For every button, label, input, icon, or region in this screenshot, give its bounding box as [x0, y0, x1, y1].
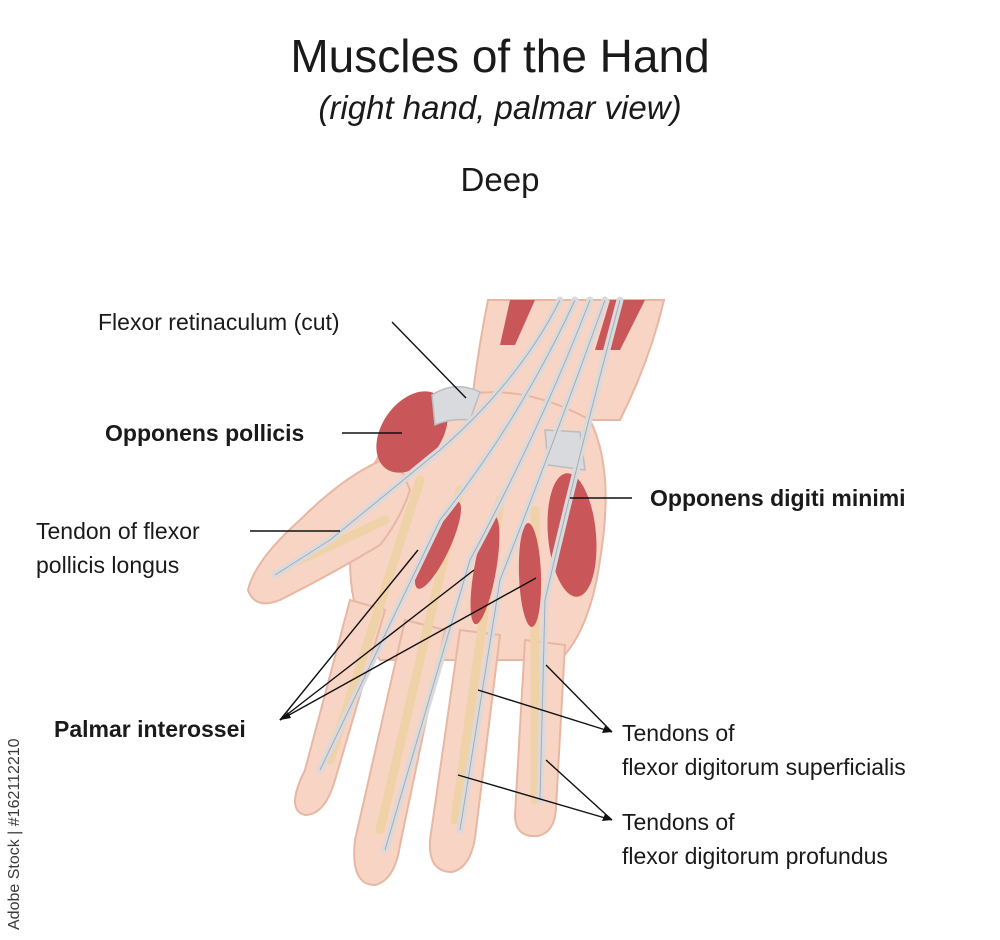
diagram-title: Muscles of the Hand — [290, 30, 710, 82]
leader-fdp-2 — [545, 759, 613, 821]
opponens-pollicis-muscle — [376, 391, 448, 473]
leader-fdp-1 — [457, 774, 613, 821]
leader-flexor-retinaculum — [391, 321, 467, 399]
diagram-subtitle: (right hand, palmar view) — [318, 89, 682, 126]
label-opponens-digiti-minimi: Opponens digiti minimi — [650, 485, 906, 511]
stock-watermark: Adobe Stock | #162112210 — [6, 738, 23, 930]
opponens-digiti-minimi-muscle — [547, 473, 597, 597]
palmar-interosseous-1 — [414, 501, 462, 589]
leader-arrowheads — [280, 712, 612, 821]
palmar-interosseous-2 — [470, 515, 500, 625]
palmar-interosseous-3 — [518, 523, 542, 627]
label-opponens-pollicis: Opponens pollicis — [105, 420, 305, 446]
label-flexor-retinaculum: Flexor retinaculum (cut) — [98, 309, 340, 335]
leader-fds-1 — [477, 689, 613, 733]
label-fds-line2: flexor digitorum superficialis — [622, 754, 906, 780]
label-palmar-interossei: Palmar interossei — [54, 716, 246, 742]
leader-fds-2 — [545, 664, 613, 733]
leader-interossei-2 — [279, 569, 475, 721]
label-fds-line1: Tendons of — [622, 720, 735, 746]
label-fdp-line2: flexor digitorum profundus — [622, 843, 888, 869]
forearm-muscle-left — [500, 300, 535, 345]
label-fdp-line1: Tendons of — [622, 809, 735, 835]
leader-lines — [250, 321, 632, 821]
section-heading: Deep — [460, 161, 540, 198]
leader-interossei-1 — [279, 549, 419, 721]
tendon-outlines — [274, 299, 621, 851]
leader-interossei-3 — [279, 577, 537, 721]
label-fpl-line2: pollicis longus — [36, 552, 180, 578]
label-fpl-line1: Tendon of flexor — [36, 518, 200, 544]
